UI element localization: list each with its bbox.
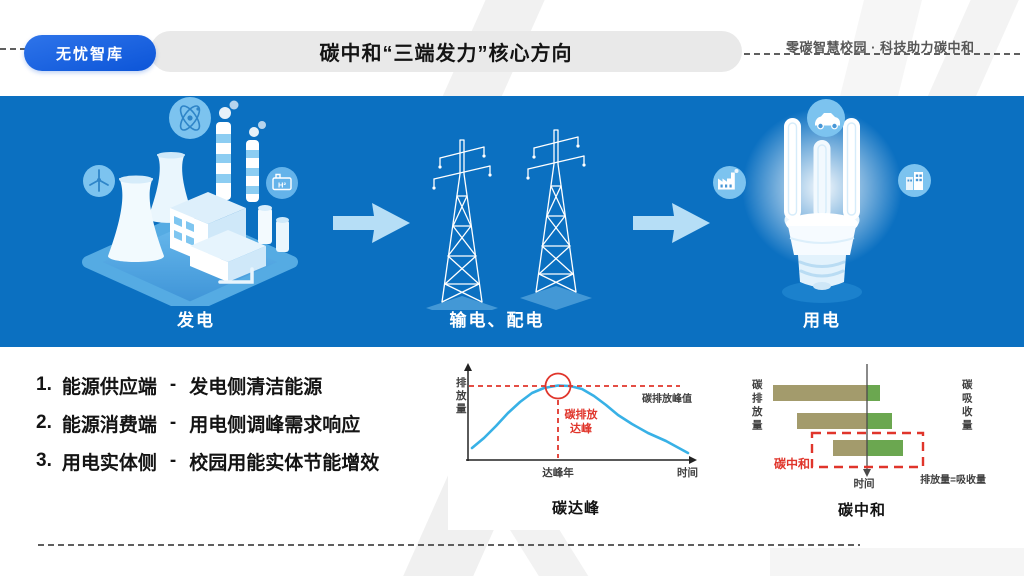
chimney xyxy=(246,121,266,202)
neutrality-xlabel: 时间 xyxy=(854,477,875,490)
peak-xtick-label: 达峰年 xyxy=(542,466,574,479)
emission-axis-label: 碳排放量 xyxy=(751,378,763,432)
header: 碳中和“三端发力”核心方向 无忧智库 零碳智慧校园 · 科技助力碳中和 xyxy=(0,0,1024,96)
absorption-bar xyxy=(867,440,903,456)
stage-label-consumption: 用电 xyxy=(803,311,841,330)
item-term: 用电实体侧 xyxy=(61,452,157,474)
flow-arrow xyxy=(333,203,410,243)
key-points-list: 1. 能源供应端 - 发电侧清洁能源 2. 能源消费端 - 用电侧调峰需求响应 … xyxy=(36,366,379,480)
peak-xlabel: 时间 xyxy=(677,466,698,479)
item-separator: - xyxy=(169,450,177,471)
absorption-bar xyxy=(867,385,880,401)
item-number: 1. xyxy=(36,374,52,395)
title-bar: 碳中和“三端发力”核心方向 xyxy=(150,31,742,72)
tagline-dash-line xyxy=(744,53,1024,55)
neutrality-highlight-label: 碳中和 xyxy=(774,456,810,471)
emission-bar xyxy=(773,385,867,401)
carbon-neutrality-chart-panel: 碳中和 碳排放量 碳吸收量 排放量=吸收量 时间 碳中和 xyxy=(714,356,1010,530)
peak-hline-label: 碳排放峰值 xyxy=(642,392,692,405)
factory-building xyxy=(170,192,266,282)
absorption-bar xyxy=(867,413,892,429)
neutrality-chart: 碳中和 碳排放量 碳吸收量 排放量=吸收量 时间 xyxy=(751,364,986,490)
neutrality-highlight-box xyxy=(810,431,925,469)
brand-label: 无忧智库 xyxy=(55,45,124,63)
item-description: 发电侧清洁能源 xyxy=(189,376,323,398)
flow-arrow xyxy=(633,203,710,243)
item-description: 校园用能实体节能增效 xyxy=(189,452,380,474)
light-bulb-illustration xyxy=(742,108,902,303)
page-title: 碳中和“三端发力”核心方向 xyxy=(319,43,573,65)
stage-label-transmission: 输电、配电 xyxy=(449,311,545,330)
carbon-peak-chart-panel: 排放量 碳排放 达峰 碳排放峰值 达峰年 时间 碳达峰 xyxy=(448,356,704,530)
peak-annotation-line2: 达峰 xyxy=(570,421,593,435)
emission-bar xyxy=(797,413,867,429)
hydrogen-symbol: H² xyxy=(278,180,286,189)
power-plant-illustration xyxy=(82,100,298,306)
atom-icon xyxy=(169,97,211,139)
item-separator: - xyxy=(169,374,177,395)
item-term: 能源消费端 xyxy=(61,414,157,436)
car-icon xyxy=(807,99,845,137)
stage-label-generation: 发电 xyxy=(177,311,215,330)
peak-chart: 排放量 碳排放 达峰 碳排放峰值 达峰年 时间 xyxy=(455,363,698,479)
building-icon xyxy=(898,164,931,197)
cooling-tower xyxy=(108,175,164,262)
neutrality-bars xyxy=(773,385,903,456)
peak-annotation-line1: 碳排放 xyxy=(565,407,599,421)
list-item: 1. 能源供应端 - 发电侧清洁能源 xyxy=(36,366,379,404)
list-item: 3. 用电实体侧 - 校园用能实体节能增效 xyxy=(36,442,379,480)
item-description: 用电侧调峰需求响应 xyxy=(189,414,361,436)
storage-tanks xyxy=(218,205,289,284)
absorption-axis-label: 碳吸收量 xyxy=(962,378,973,432)
background-slash-decoration xyxy=(770,548,1024,576)
brand-pill: 无忧智库 xyxy=(24,35,156,71)
item-separator: - xyxy=(169,412,177,433)
left-dash-line xyxy=(0,48,27,50)
bottom-dash-line xyxy=(38,544,860,546)
factory-icon xyxy=(713,166,746,199)
hydrogen-icon: H² xyxy=(266,167,298,199)
neutrality-note: 排放量=吸收量 xyxy=(920,473,986,486)
peak-chart-title: 碳达峰 xyxy=(551,500,600,517)
transmission-towers-illustration xyxy=(425,129,593,310)
energy-flow-band: H² 发电 输电、配电 用电 xyxy=(0,96,1024,347)
chimney xyxy=(216,100,239,200)
item-term: 能源供应端 xyxy=(61,376,157,398)
list-item: 2. 能源消费端 - 用电侧调峰需求响应 xyxy=(36,404,379,442)
header-tagline: 零碳智慧校园 · 科技助力碳中和 xyxy=(786,40,975,55)
wind-turbine-icon xyxy=(83,165,115,197)
peak-ylabel: 排放量 xyxy=(455,376,467,415)
item-number: 2. xyxy=(36,412,52,433)
neutrality-chart-title: 碳中和 xyxy=(837,502,886,519)
item-number: 3. xyxy=(36,450,52,471)
emission-bar xyxy=(833,440,867,456)
